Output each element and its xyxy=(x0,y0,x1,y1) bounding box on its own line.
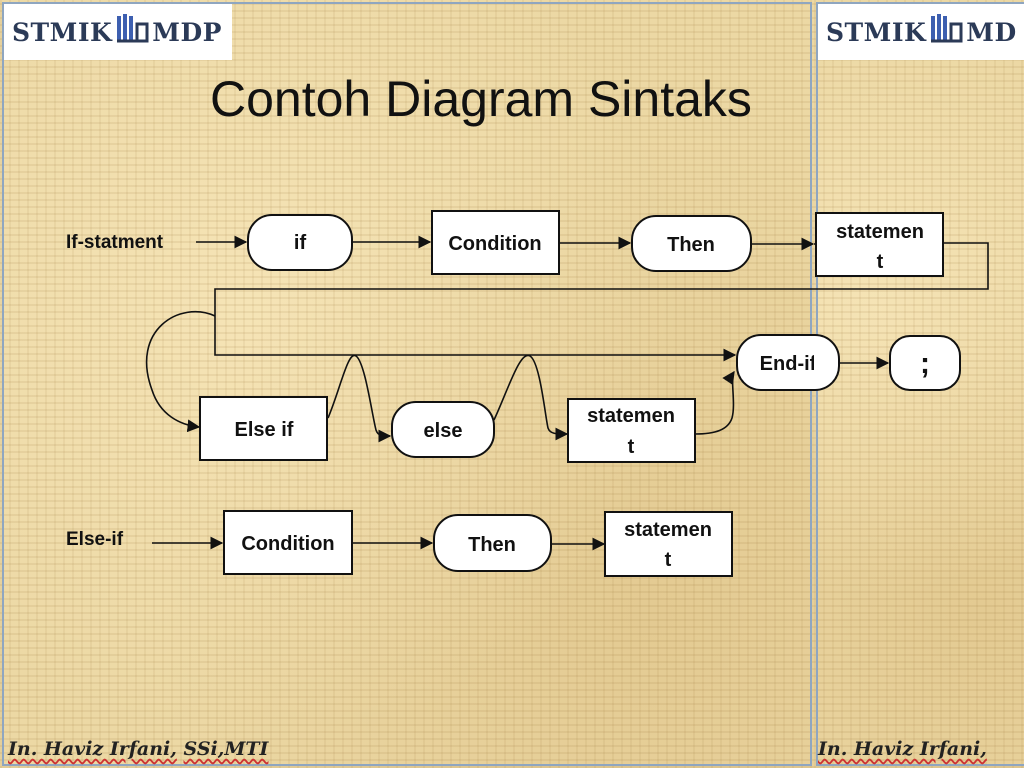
node-if xyxy=(247,214,353,271)
book-logo-icon-next xyxy=(929,12,963,52)
footer-author-degree: SSi,MTI xyxy=(183,738,269,760)
node-condition-1 xyxy=(431,210,560,275)
node-statement-3-text-a: statemen xyxy=(624,519,712,541)
line-statement-loop xyxy=(814,242,989,290)
node-semicolon-text: ; xyxy=(920,347,930,380)
node-then-1 xyxy=(631,215,752,272)
curve-to-else-if xyxy=(145,311,216,433)
node-else xyxy=(391,401,495,458)
node-else-if-text: Else if xyxy=(235,419,294,441)
slide-main: STMIK MDP Contoh Diagram Sintaks xyxy=(0,0,814,768)
curve-else-if-to-else xyxy=(327,354,392,443)
label-if-statment: If-statment xyxy=(66,232,164,253)
slide-next-partial: STMIK MD statemen t xyxy=(814,0,1024,768)
node-statement-3-text-b: t xyxy=(665,549,672,571)
node-end-if-tail xyxy=(814,334,840,391)
footer-author-name: In. Haviz Irfani, xyxy=(8,738,177,760)
logo-text-left: STMIK xyxy=(12,17,113,47)
footer-author-next: In. Haviz Irfani, xyxy=(818,738,987,760)
footer-author-name-next: In. Haviz Irfani, xyxy=(818,738,987,760)
node-then-2 xyxy=(433,514,552,572)
logo-next-text-left: STMIK xyxy=(826,17,927,47)
node-condition-2 xyxy=(223,510,353,575)
syntax-diagram: If-statment Else-if if Condition Then En… xyxy=(66,210,814,577)
stmik-mdp-logo: STMIK MDP xyxy=(4,4,232,60)
paper-background xyxy=(0,0,814,768)
footer-author: In. Haviz Irfani, SSi,MTI xyxy=(8,738,268,760)
logo-text-right: MDP xyxy=(152,17,222,47)
line-to-end-if xyxy=(214,288,814,362)
syntax-diagram-overflow: statemen t ; xyxy=(814,212,989,391)
page-title: Contoh Diagram Sintaks xyxy=(210,71,752,127)
node-if-text: if xyxy=(294,232,307,254)
node-statement-1-text-a: statemen xyxy=(836,221,924,243)
curve-else-to-statement xyxy=(493,354,569,441)
stmik-mdp-logo-next: STMIK MD xyxy=(818,4,1024,60)
logo-next-text-right: MD xyxy=(966,17,1017,47)
node-then-1-text: Then xyxy=(667,234,715,256)
curve-statement-to-end-if xyxy=(694,370,735,435)
node-else-if xyxy=(199,396,328,461)
label-else-if: Else-if xyxy=(66,529,124,550)
node-statement-1 xyxy=(815,212,944,277)
node-else-text: else xyxy=(424,420,463,442)
book-logo-icon xyxy=(115,12,149,52)
node-statement-3 xyxy=(604,511,733,577)
node-statement-2-text-b: t xyxy=(628,436,635,458)
node-condition-2-text: Condition xyxy=(241,533,334,555)
node-statement-2 xyxy=(567,398,696,463)
node-end-if-text: End-if xyxy=(760,353,814,375)
node-semicolon xyxy=(889,335,961,391)
node-statement-2-text-a: statemen xyxy=(587,405,675,427)
node-end-if xyxy=(736,334,814,391)
node-condition-1-text: Condition xyxy=(448,233,541,255)
node-statement-1-text-b: t xyxy=(877,251,884,273)
node-then-2-text: Then xyxy=(468,534,516,556)
